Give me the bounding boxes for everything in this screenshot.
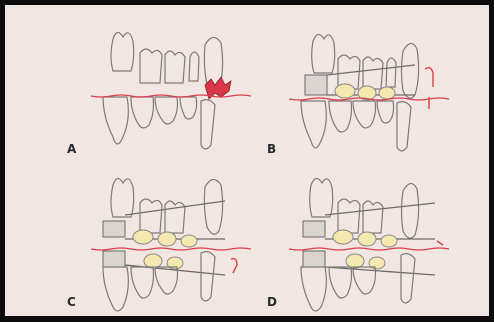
- panel-b-drawing: [289, 34, 449, 151]
- panel-label-d: D: [267, 295, 277, 309]
- panel-label-b: B: [267, 142, 276, 156]
- figure-svg: [5, 5, 489, 316]
- panel-label-c: C: [67, 295, 76, 309]
- panel-c-drawing: [91, 178, 251, 311]
- panel-d-drawing: [289, 178, 449, 311]
- dental-figure: A B C D: [5, 5, 489, 316]
- panel-label-a: A: [67, 142, 76, 156]
- panel-a-drawing: [91, 32, 251, 149]
